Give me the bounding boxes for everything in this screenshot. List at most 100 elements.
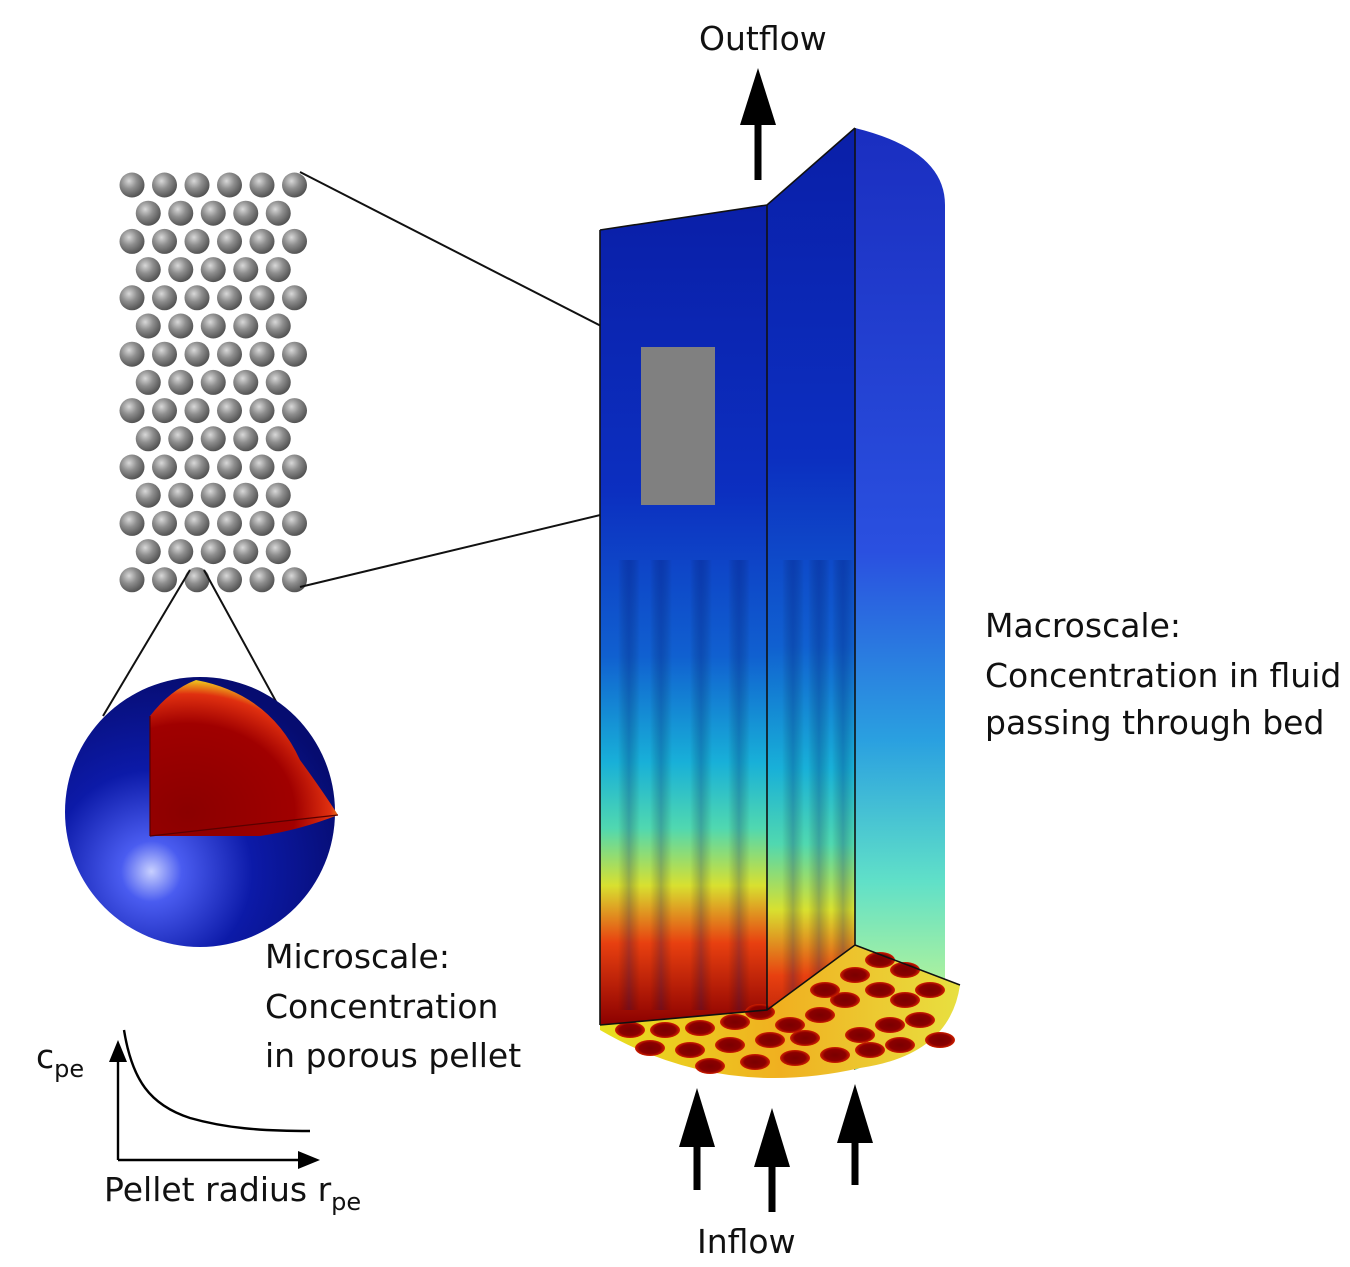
microscale-line1: Concentration <box>265 987 499 1026</box>
column-stripes <box>618 560 854 1010</box>
pellet <box>135 313 161 339</box>
floor-dot <box>715 1037 745 1053</box>
pellet <box>265 539 291 565</box>
pellet <box>119 454 145 480</box>
pellet <box>217 398 242 424</box>
pellet <box>233 257 259 283</box>
floor-dot <box>695 1058 725 1074</box>
pellet <box>217 172 242 198</box>
pellet <box>184 567 210 593</box>
zoom-line-left <box>102 569 191 717</box>
x-axis-subscript: pe <box>331 1188 362 1216</box>
packed-bed-column <box>599 127 961 1079</box>
pellet <box>184 285 210 311</box>
pellet <box>233 426 259 452</box>
floor-dot <box>905 1012 935 1028</box>
floor-dot <box>875 1017 905 1033</box>
pellet <box>152 567 177 593</box>
pellet <box>217 454 242 480</box>
pellet <box>282 285 307 311</box>
pellet <box>168 482 194 508</box>
porous-pellet-sphere <box>65 677 339 947</box>
pellet <box>168 200 194 226</box>
pellet <box>184 454 210 480</box>
floor-dot <box>820 1047 850 1063</box>
floor-dot <box>755 1032 785 1048</box>
pellet <box>200 200 226 226</box>
floor-dot <box>805 1007 835 1023</box>
pellet <box>282 228 307 254</box>
pellet <box>135 482 161 508</box>
pellet <box>184 172 210 198</box>
pellet <box>233 200 259 226</box>
inflow-arrow-center <box>754 1108 790 1212</box>
inflow-arrow-right <box>837 1084 873 1185</box>
pellet <box>249 567 275 593</box>
pellet <box>168 539 194 565</box>
floor-pellet-cross-sections <box>615 952 955 1074</box>
floor-dot <box>890 992 920 1008</box>
pellet <box>119 398 145 424</box>
pellet <box>282 341 307 367</box>
pellet <box>265 482 291 508</box>
pellet <box>233 482 259 508</box>
pellet <box>217 228 242 254</box>
column-curved-face <box>855 128 945 1070</box>
pellet <box>135 369 161 395</box>
zoom-line-top <box>299 171 643 348</box>
floor-dot <box>890 962 920 978</box>
pellet-grid <box>119 172 307 593</box>
pellet <box>282 172 307 198</box>
pellet <box>249 285 275 311</box>
pellet <box>152 228 177 254</box>
inflow-arrow-left <box>679 1088 715 1190</box>
pellet <box>200 369 226 395</box>
floor-dot <box>780 1050 810 1066</box>
pellet-cut-edge <box>149 716 339 837</box>
outflow-label: Outflow <box>699 19 827 58</box>
floor-dot <box>650 1022 680 1038</box>
outflow-arrow <box>740 68 776 180</box>
floor-dot <box>685 1020 715 1036</box>
column-stripe <box>782 560 804 1010</box>
floor-dot <box>790 1030 820 1046</box>
pellet <box>265 257 291 283</box>
pellet <box>168 369 194 395</box>
pellet <box>200 313 226 339</box>
pellet <box>265 313 291 339</box>
pellet <box>217 341 242 367</box>
column-stripe <box>808 560 830 1010</box>
pellet <box>265 200 291 226</box>
floor-dot <box>635 1040 665 1056</box>
pellet <box>200 257 226 283</box>
y-axis-label: cpe <box>36 1040 84 1081</box>
concentration-profile-graph <box>109 1029 320 1169</box>
pellet <box>217 567 242 593</box>
pellet <box>152 454 177 480</box>
macroscale-line2: passing through bed <box>985 703 1325 742</box>
pellet <box>135 257 161 283</box>
pellet <box>119 510 145 536</box>
pellet <box>200 426 226 452</box>
pellet <box>249 228 275 254</box>
column-stripe <box>690 560 712 1010</box>
pellet <box>217 510 242 536</box>
macroscale-title: Macroscale: <box>985 606 1182 645</box>
pellet <box>200 482 226 508</box>
concentration-decay-curve <box>122 1029 311 1133</box>
floor-dot <box>810 982 840 998</box>
x-axis-text: Pellet radius r <box>104 1170 332 1209</box>
pellet <box>282 454 307 480</box>
column-stripe <box>650 560 672 1010</box>
pellet <box>249 172 275 198</box>
pellet <box>184 398 210 424</box>
floor-dot <box>845 1027 875 1043</box>
column-stripe <box>728 560 750 1010</box>
pellet <box>217 285 242 311</box>
pellet <box>119 172 145 198</box>
pellet <box>152 341 177 367</box>
pellet <box>282 510 307 536</box>
floor-dot <box>675 1042 705 1058</box>
pellet <box>152 285 177 311</box>
